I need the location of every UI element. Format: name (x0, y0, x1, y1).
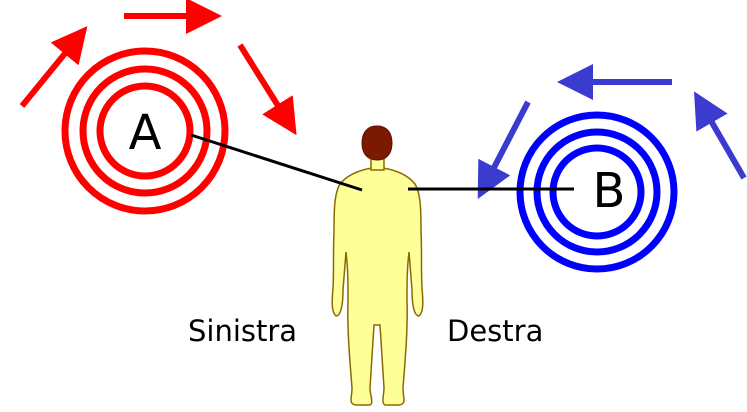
human-figure (332, 126, 423, 405)
left-arrow-3 (240, 45, 287, 120)
right-arrow-3 (703, 107, 744, 178)
label-a: A (129, 105, 162, 161)
figure-head (362, 126, 392, 160)
figure-body (332, 168, 423, 405)
label-right-side: Destra (447, 314, 543, 348)
label-left-side: Sinistra (188, 314, 297, 348)
label-b: B (593, 163, 626, 219)
left-arrow-1 (22, 40, 76, 106)
